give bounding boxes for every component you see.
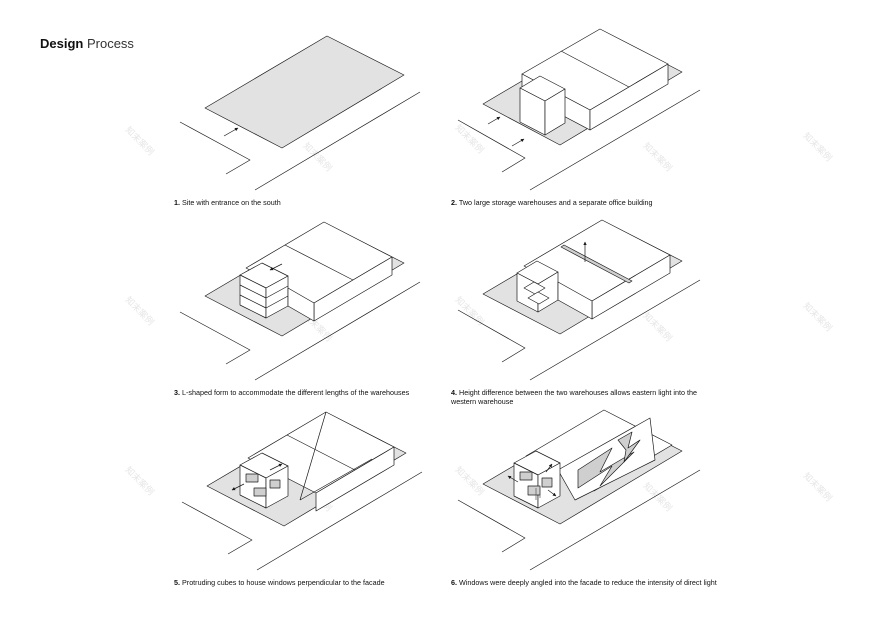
warehouse-divider [560,50,630,88]
page-title: Design Process [40,36,134,52]
diagram-step-2 [457,28,701,191]
entrance-arrow [487,116,501,125]
window-cube [245,473,259,483]
caption-text: Site with entrance on the south [182,198,281,207]
diagram-step-1 [179,35,421,191]
caption-step-2: 2. Two large storage warehouses and a se… [451,198,731,207]
page-title-bold: Design [40,36,84,51]
road-west [181,501,253,555]
angled-window-strip [617,431,641,463]
caption-step-6: 6. Windows were deeply angled into the f… [451,578,721,587]
diagram-step-4 [457,219,701,381]
office-floor-line [239,284,267,299]
link-wall [287,287,315,322]
caption-text: Protruding cubes to house windows perpen… [182,578,385,587]
caption-step-5: 5. Protruding cubes to house windows per… [174,578,434,587]
window-cube [253,487,267,497]
entrance-arrow [223,127,239,137]
angled-window [541,477,553,488]
road-south [254,91,421,191]
diagram-step-3 [179,221,421,381]
caption-step-1: 1. Site with entrance on the south [174,198,434,207]
road-west [457,309,526,363]
warehouse-side [589,63,669,131]
caption-text: L-shaped form to accommodate the differe… [182,388,410,397]
road-south [529,89,701,191]
form-arrow [269,263,283,271]
entrance-arrow [511,138,525,147]
office-floor-line [239,294,267,309]
road-west [457,119,526,173]
caption-number: 6. [451,578,457,587]
road-west [179,121,251,175]
caption-step-3: 3. L-shaped form to accommodate the diff… [174,388,414,397]
road-south [256,471,423,571]
angled-window-strip [577,447,635,489]
caption-text: Two large storage warehouses and a separ… [458,198,653,207]
office-floor-line [265,285,289,299]
diagram-step-6 [457,409,701,571]
caption-text: Windows were deeply angled into the faca… [459,578,717,587]
caption-step-4: 4. Height difference between the two war… [451,388,721,406]
window-cube [269,479,281,489]
angle-arrow [545,463,553,473]
page-title-rest: Process [86,36,134,51]
caption-number: 2. [451,198,457,207]
link-wall [557,281,593,320]
protrude-arrow [269,463,283,471]
diagram-step-5 [181,411,423,571]
road-west [457,499,526,553]
protrude-arrow [231,483,245,491]
office-cube [527,291,550,305]
road-south [254,281,421,381]
caption-text: Height difference between the two wareho… [451,388,697,406]
warehouse-divider [286,434,356,471]
caption-number: 4. [451,388,457,397]
road-west [179,311,251,365]
road-south [529,279,701,381]
angled-window [527,485,541,496]
office-floor-line [265,295,289,309]
roof-fold-line [299,411,327,501]
clerestory-strip [560,244,633,284]
angle-arrow [507,475,519,483]
roof-fold-line [299,458,373,501]
caption-number: 1. [174,198,180,207]
warehouse-side [315,446,395,512]
office-cube [523,281,546,295]
site-plot [204,35,405,149]
caption-number: 3. [174,388,180,397]
angle-arrow [547,489,557,497]
caption-number: 5. [174,578,180,587]
office-side [544,88,566,136]
road-south [529,469,701,571]
warehouse-divider [284,244,354,281]
angled-window [519,471,533,481]
